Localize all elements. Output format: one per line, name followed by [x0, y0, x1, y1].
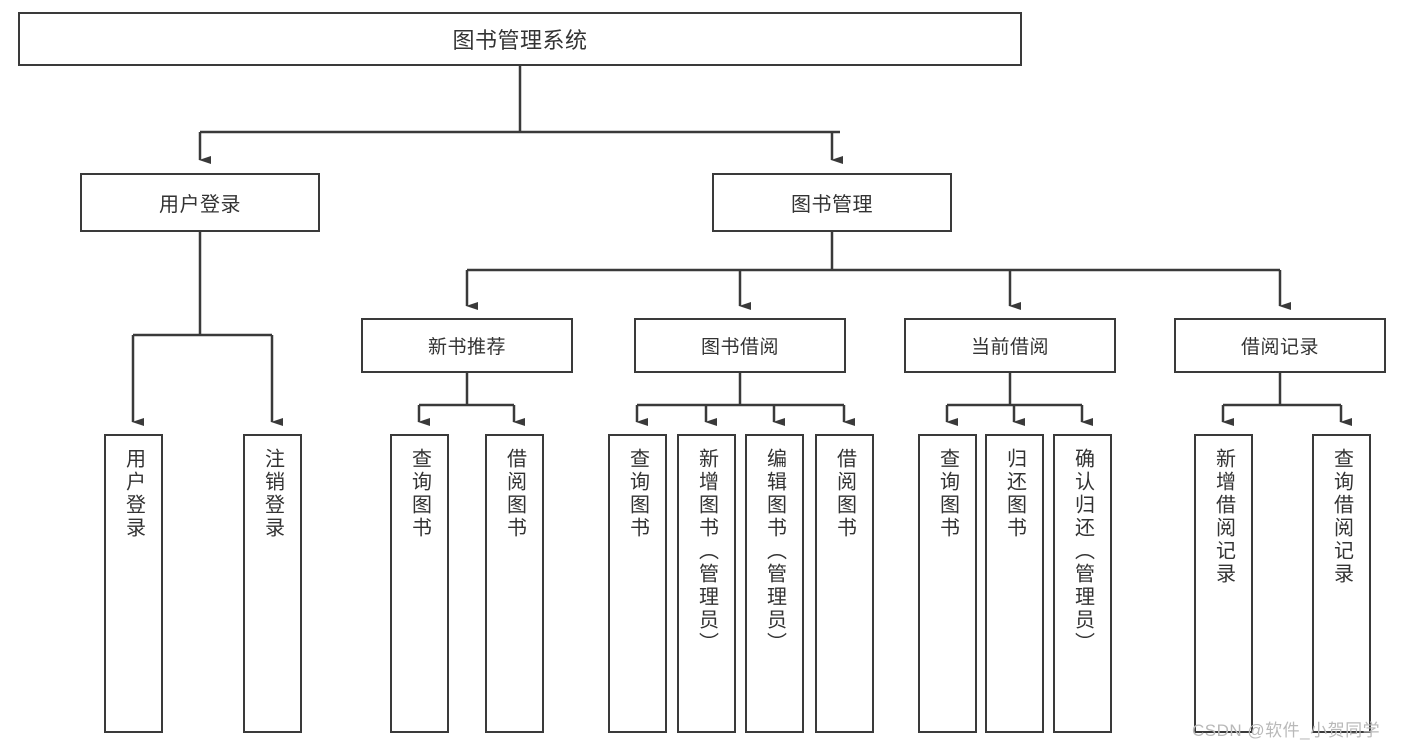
node-current-borrow[interactable]: 当前借阅	[904, 318, 1116, 373]
leaf-borrow-record-add-label: 新增借阅记录	[1212, 448, 1235, 586]
node-user-login[interactable]: 用户登录	[80, 173, 320, 232]
leaf-borrow-record-add[interactable]: 新增借阅记录	[1194, 434, 1253, 733]
node-current-borrow-label: 当前借阅	[970, 337, 1049, 358]
leaf-book-borrow-add-label: 新增图书（管理员）	[695, 448, 718, 655]
leaf-user-login-logout-label: 注销登录	[261, 448, 284, 540]
node-new-book-recommend[interactable]: 新书推荐	[361, 318, 573, 373]
leaf-current-borrow-query[interactable]: 查询图书	[918, 434, 977, 733]
leaf-borrow-record-query[interactable]: 查询借阅记录	[1312, 434, 1371, 733]
leaf-book-borrow-add[interactable]: 新增图书（管理员）	[677, 434, 736, 733]
node-root-system-label: 图书管理系统	[452, 28, 588, 53]
leaf-new-book-borrow-label: 借阅图书	[503, 448, 526, 540]
leaf-book-borrow-edit[interactable]: 编辑图书（管理员）	[745, 434, 804, 733]
node-book-borrow-label: 图书借阅	[700, 337, 779, 358]
leaf-user-login-login[interactable]: 用户登录	[104, 434, 163, 733]
leaf-user-login-logout[interactable]: 注销登录	[243, 434, 302, 733]
leaf-new-book-query[interactable]: 查询图书	[390, 434, 449, 733]
leaf-current-borrow-return[interactable]: 归还图书	[985, 434, 1044, 733]
leaf-book-borrow-query-label: 查询图书	[626, 448, 649, 540]
leaf-new-book-query-label: 查询图书	[408, 448, 431, 540]
node-book-borrow[interactable]: 图书借阅	[634, 318, 846, 373]
csdn-watermark: CSDN @软件_小贺同学	[1192, 721, 1381, 740]
leaf-book-borrow-edit-label: 编辑图书（管理员）	[763, 448, 786, 655]
leaf-book-borrow-borrow[interactable]: 借阅图书	[815, 434, 874, 733]
leaf-borrow-record-query-label: 查询借阅记录	[1330, 448, 1353, 586]
leaf-new-book-borrow[interactable]: 借阅图书	[485, 434, 544, 733]
node-new-book-recommend-label: 新书推荐	[427, 337, 506, 358]
node-user-login-label: 用户登录	[159, 194, 241, 216]
node-book-management[interactable]: 图书管理	[712, 173, 952, 232]
node-borrow-record-label: 借阅记录	[1240, 337, 1319, 358]
leaf-current-borrow-confirm-label: 确认归还（管理员）	[1071, 448, 1094, 655]
leaf-book-borrow-query[interactable]: 查询图书	[608, 434, 667, 733]
node-root-system[interactable]: 图书管理系统	[18, 12, 1022, 66]
leaf-current-borrow-confirm[interactable]: 确认归还（管理员）	[1053, 434, 1112, 733]
leaf-current-borrow-query-label: 查询图书	[936, 448, 959, 540]
leaf-user-login-login-label: 用户登录	[122, 448, 145, 540]
node-book-management-label: 图书管理	[791, 194, 873, 216]
leaf-book-borrow-borrow-label: 借阅图书	[833, 448, 856, 540]
node-borrow-record[interactable]: 借阅记录	[1174, 318, 1386, 373]
leaf-current-borrow-return-label: 归还图书	[1003, 448, 1026, 540]
